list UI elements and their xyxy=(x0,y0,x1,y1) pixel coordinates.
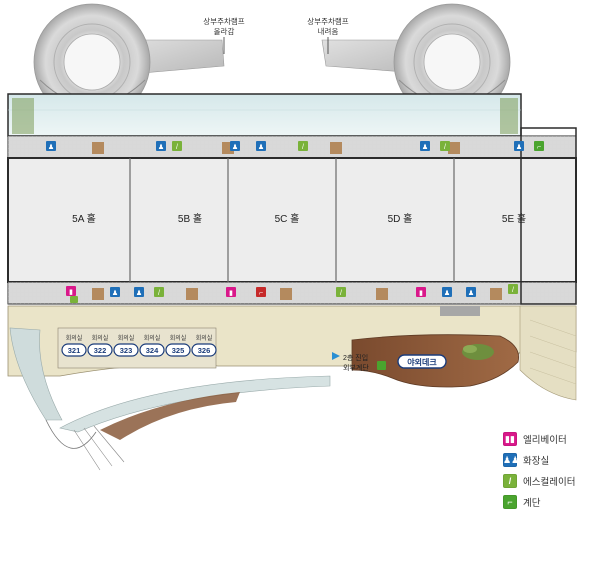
svg-text:▮: ▮ xyxy=(419,290,423,297)
meeting-room-322[interactable]: 회의실 322 xyxy=(87,334,113,357)
meeting-room-number: 326 xyxy=(198,346,211,355)
ramp-left xyxy=(33,3,225,121)
hall-5c-label: 5C 홀 xyxy=(275,212,300,225)
escalator-icon xyxy=(70,296,78,303)
restroom-icon: ♟ xyxy=(466,287,476,297)
svg-text:♟: ♟ xyxy=(136,289,142,297)
svg-text:⌐: ⌐ xyxy=(537,144,541,151)
meeting-room-321[interactable]: 회의실 321 xyxy=(61,334,87,357)
arrow-right-icon xyxy=(332,352,340,360)
stairs-icon: ⌐ xyxy=(503,495,517,509)
meeting-room-number: 325 xyxy=(172,346,185,355)
restroom-icon: ♟ xyxy=(442,287,452,297)
meeting-room-title: 회의실 xyxy=(144,334,161,342)
escalator-icon: / xyxy=(298,141,308,151)
restroom-icon: ♟ xyxy=(230,141,240,151)
outdoor-deck: 야외데크 xyxy=(351,334,519,388)
svg-text:/: / xyxy=(340,290,342,297)
ramp-up-label-1: 상부주차램프 xyxy=(203,16,244,26)
svg-text:♟: ♟ xyxy=(112,289,118,297)
svg-text:▮: ▮ xyxy=(229,290,233,297)
facility-icons-top: ♟ ♟ / ♟ ♟ / ♟ / ♟ ⌐ xyxy=(46,141,544,151)
legend-label: 엘리베이터 xyxy=(523,435,567,446)
escalator-icon: / xyxy=(154,287,164,297)
meeting-room-title: 회의실 xyxy=(66,334,83,342)
stairs-icon: ⌐ xyxy=(534,141,544,151)
legend-label: 에스컬레이터 xyxy=(523,477,576,488)
restroom-icon: ♟ xyxy=(156,141,166,151)
meeting-room-number: 324 xyxy=(146,346,159,355)
escalator-icon: / xyxy=(508,284,518,294)
stairs-icon xyxy=(377,361,386,370)
meeting-room-title: 회의실 xyxy=(118,334,135,342)
meeting-room-number: 321 xyxy=(68,346,81,355)
meeting-room-number: 322 xyxy=(94,346,107,355)
meeting-room-title: 회의실 xyxy=(170,334,187,342)
glass-walkway xyxy=(9,327,331,471)
legend-label: 계단 xyxy=(523,498,541,509)
ramp-up-label-2: 올라감 xyxy=(214,26,235,36)
restroom-icon: ♟ xyxy=(110,287,120,297)
meeting-room-326[interactable]: 회의실 326 xyxy=(191,334,217,357)
restroom-icon: ♟ xyxy=(134,287,144,297)
escalator-icon: / xyxy=(172,141,182,151)
restroom-icon: ♟ xyxy=(514,141,524,151)
restroom-icon: ♟♟ xyxy=(503,453,520,467)
ramp-down-label-2: 내려옴 xyxy=(318,26,339,36)
legend-item-restroom: ♟♟ 화장실 xyxy=(503,450,598,470)
meeting-rooms: 회의실 321 회의실 322 회의실 323 회의실 324 회의실 325 … xyxy=(61,334,217,357)
meeting-room-number: 323 xyxy=(120,346,133,355)
map-legend: ▮▮ 엘리베이터 ♟♟ 화장실 / 에스컬레이터 ⌐ 계단 xyxy=(503,429,598,513)
elevator-icon: ▮ xyxy=(416,287,426,297)
restroom-icon: ♟ xyxy=(420,141,430,151)
facility-icons-bottom: ▮ ♟ ♟ / ▮ ⌐ / ▮ ♟ ♟ / xyxy=(66,284,518,303)
ramp-down-label-1: 상부주차램프 xyxy=(307,16,348,26)
svg-text:♟: ♟ xyxy=(422,143,428,151)
legend-label: 화장실 xyxy=(523,456,550,467)
escalator-icon: / xyxy=(440,141,450,151)
svg-text:♟: ♟ xyxy=(468,289,474,297)
svg-text:♟: ♟ xyxy=(158,143,164,151)
elevator-icon: ▮ xyxy=(66,286,76,296)
building xyxy=(7,93,577,305)
meeting-room-title: 회의실 xyxy=(92,334,109,342)
meeting-room-title: 회의실 xyxy=(196,334,213,342)
legend-item-stairs: ⌐ 계단 xyxy=(503,492,598,512)
svg-text:/: / xyxy=(158,290,160,297)
meeting-room-324[interactable]: 회의실 324 xyxy=(139,334,165,357)
elevator-icon: ▮ xyxy=(226,287,236,297)
legend-item-escalator: / 에스컬레이터 xyxy=(503,471,598,491)
entrance-label-1: 2층 진입 xyxy=(343,353,368,362)
entrance-stairs: 2층 진입 외부계단 xyxy=(332,352,386,372)
svg-text:♟: ♟ xyxy=(232,143,238,151)
hall-5a-label: 5A 홀 xyxy=(72,212,96,225)
hall-5d-label: 5D 홀 xyxy=(388,212,413,225)
svg-text:/: / xyxy=(512,287,514,294)
svg-text:♟: ♟ xyxy=(516,143,522,151)
restroom-icon: ♟ xyxy=(256,141,266,151)
svg-text:⌐: ⌐ xyxy=(259,290,263,297)
elevator-icon: ▮▮ xyxy=(503,432,517,446)
svg-text:♟: ♟ xyxy=(444,289,450,297)
svg-text:/: / xyxy=(444,144,446,151)
entrance-label-2: 외부계단 xyxy=(343,363,369,372)
svg-text:/: / xyxy=(176,144,178,151)
escalator-icon: / xyxy=(336,287,346,297)
svg-text:♟: ♟ xyxy=(258,143,264,151)
meeting-room-323[interactable]: 회의실 323 xyxy=(113,334,139,357)
meeting-room-325[interactable]: 회의실 325 xyxy=(165,334,191,357)
hall-5e-label: 5E 홀 xyxy=(502,212,526,225)
hall-5b-label: 5B 홀 xyxy=(178,212,202,225)
legend-item-elevator: ▮▮ 엘리베이터 xyxy=(503,429,598,449)
svg-text:▮: ▮ xyxy=(69,289,73,296)
outdoor-deck-label: 야외데크 xyxy=(407,357,437,367)
escalator-icon: / xyxy=(503,474,517,488)
stairs-icon: ⌐ xyxy=(256,287,266,297)
outdoor-deck-badge xyxy=(397,354,447,369)
ramp-right xyxy=(321,3,511,121)
restroom-icon: ♟ xyxy=(46,141,56,151)
svg-text:♟: ♟ xyxy=(48,143,54,151)
svg-text:/: / xyxy=(302,144,304,151)
